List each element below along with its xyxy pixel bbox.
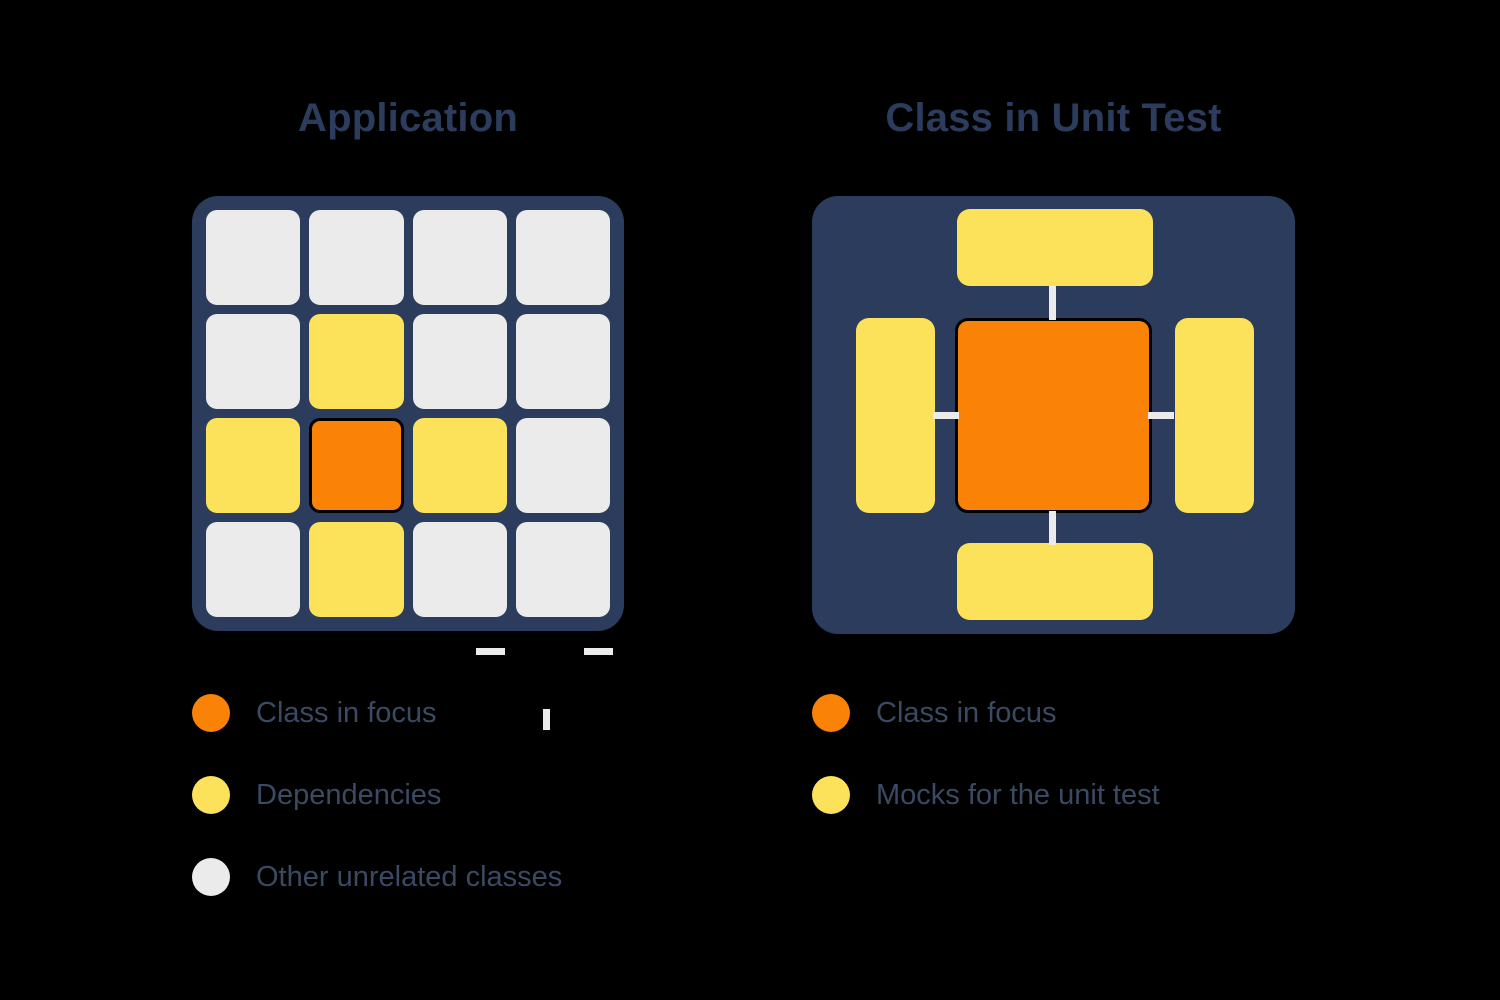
class-in-focus-box	[955, 318, 1152, 513]
legend-item-dependencies: Dependencies	[192, 754, 562, 836]
legend-unit-test: Class in focus Mocks for the unit test	[812, 672, 1160, 836]
connector-focus-up	[543, 595, 550, 616]
grid-cell-r4c2-dependency	[309, 522, 404, 617]
grid-cell-r3c3-dependency	[412, 418, 507, 513]
panel-class-in-unit-test: Class in Unit Test Class in focus Mocks …	[812, 0, 1295, 1000]
legend-item-other-unrelated-classes: Other unrelated classes	[192, 836, 562, 918]
legend-label-dependencies: Dependencies	[256, 778, 442, 811]
orange-circle-icon	[812, 694, 850, 732]
grid-cell-r4c3	[412, 522, 507, 617]
class-grid	[206, 210, 610, 617]
grid-cell-r3c1-dependency	[206, 418, 301, 513]
legend-item-mocks-for-the-unit-test: Mocks for the unit test	[812, 754, 1160, 836]
grid-cell-r2c1	[206, 314, 301, 409]
panel-title-application: Application	[298, 96, 518, 140]
unit-test-board	[812, 196, 1295, 634]
orange-circle-icon	[192, 694, 230, 732]
gray-circle-icon	[192, 858, 230, 896]
yellow-circle-icon	[812, 776, 850, 814]
grid-cell-r2c3	[412, 314, 507, 409]
legend-label-other-unrelated-classes: Other unrelated classes	[256, 860, 563, 893]
panel-application: Application	[192, 0, 624, 1000]
connector-hub-down	[1049, 511, 1056, 545]
grid-cell-r4c4	[515, 522, 610, 617]
grid-cell-r1c3	[412, 210, 507, 305]
connector-focus-right	[584, 648, 613, 655]
grid-cell-r2c4	[515, 314, 610, 409]
grid-cell-r1c2	[309, 210, 404, 305]
connector-hub-up	[1049, 286, 1056, 320]
connector-hub-left	[933, 412, 959, 419]
grid-cell-r3c2-class-in-focus	[309, 418, 404, 513]
connector-focus-left	[476, 648, 505, 655]
mock-box-top	[957, 209, 1153, 286]
connector-focus-down	[543, 709, 550, 730]
mock-box-left	[856, 318, 935, 513]
legend-label-mocks-for-the-unit-test: Mocks for the unit test	[876, 778, 1160, 811]
application-board	[192, 196, 624, 730]
grid-cell-r3c4	[515, 418, 610, 513]
grid-cell-r4c1	[206, 522, 301, 617]
legend-item-class-in-focus: Class in focus	[192, 672, 562, 754]
grid-cell-r1c1	[206, 210, 301, 305]
connector-hub-right	[1148, 412, 1174, 419]
legend-label-class-in-focus: Class in focus	[256, 696, 437, 729]
yellow-circle-icon	[192, 776, 230, 814]
mock-box-right	[1175, 318, 1254, 513]
mock-box-bottom	[957, 543, 1153, 620]
legend-application: Class in focus Dependencies Other unrela…	[192, 672, 562, 918]
legend-label-class-in-focus-unit-test: Class in focus	[876, 696, 1057, 729]
legend-item-class-in-focus-unit-test: Class in focus	[812, 672, 1160, 754]
grid-cell-r1c4	[515, 210, 610, 305]
panel-title-class-in-unit-test: Class in Unit Test	[885, 96, 1222, 140]
grid-cell-r2c2-dependency	[309, 314, 404, 409]
